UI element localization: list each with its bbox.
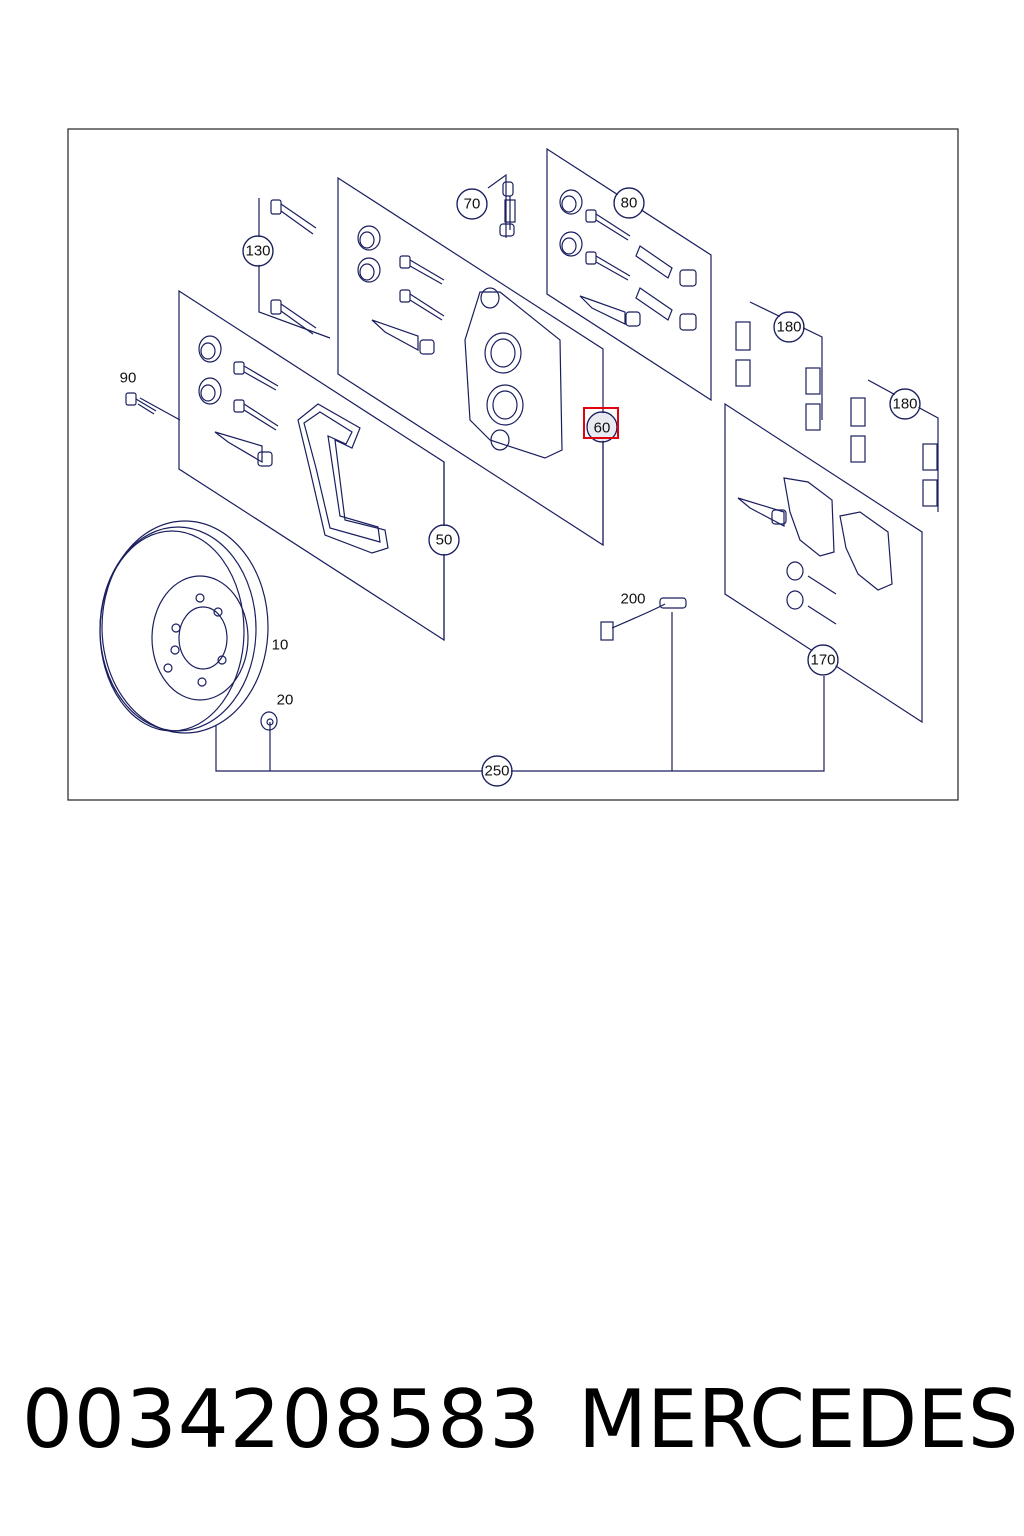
nut-20-drawing <box>260 711 278 731</box>
caliper-60-drawing <box>357 225 563 459</box>
group-panel-60 <box>337 176 604 547</box>
bolt-90-drawing <box>125 392 157 415</box>
diagram-frame <box>67 128 959 801</box>
highlight-60-box <box>583 407 619 439</box>
footer-caption: 0034208583 MERCEDES <box>22 1370 1019 1470</box>
callout-20-label: 20 <box>277 692 294 709</box>
callout-90-label: 90 <box>120 370 137 387</box>
callout-50-label: 50 <box>436 532 453 549</box>
callout-200-label: 200 <box>620 591 645 608</box>
part-number: 0034208583 <box>22 1373 541 1466</box>
group-panel-170 <box>724 402 923 724</box>
clips-180-drawing <box>735 321 938 507</box>
brake-exploded-diagram: 70 80 130 180 180 60 50 170 250 90 10 20… <box>67 128 959 801</box>
callout-130-label: 130 <box>245 243 270 260</box>
callout-10-label: 10 <box>272 637 289 654</box>
callout-70-label: 70 <box>464 196 481 213</box>
group-panel-80 <box>546 147 712 402</box>
callout-180b-label: 180 <box>892 396 917 413</box>
group-80-parts <box>559 189 697 331</box>
bleeder-70-drawing <box>487 173 516 238</box>
pads-170-drawing <box>737 477 893 625</box>
brake-disc-drawing <box>99 520 269 734</box>
group-50-parts <box>198 335 389 554</box>
brand-name: MERCEDES <box>578 1373 1019 1466</box>
callout-180a-label: 180 <box>776 319 801 336</box>
callout-250-label: 250 <box>484 763 509 780</box>
callout-60-label: 60 <box>594 420 611 437</box>
callout-170-label: 170 <box>810 652 835 669</box>
callout-80-label: 80 <box>621 195 638 212</box>
sensor-200-drawing <box>600 597 687 641</box>
group-panel-50 <box>178 289 445 642</box>
bolts-130-drawing <box>270 199 317 335</box>
